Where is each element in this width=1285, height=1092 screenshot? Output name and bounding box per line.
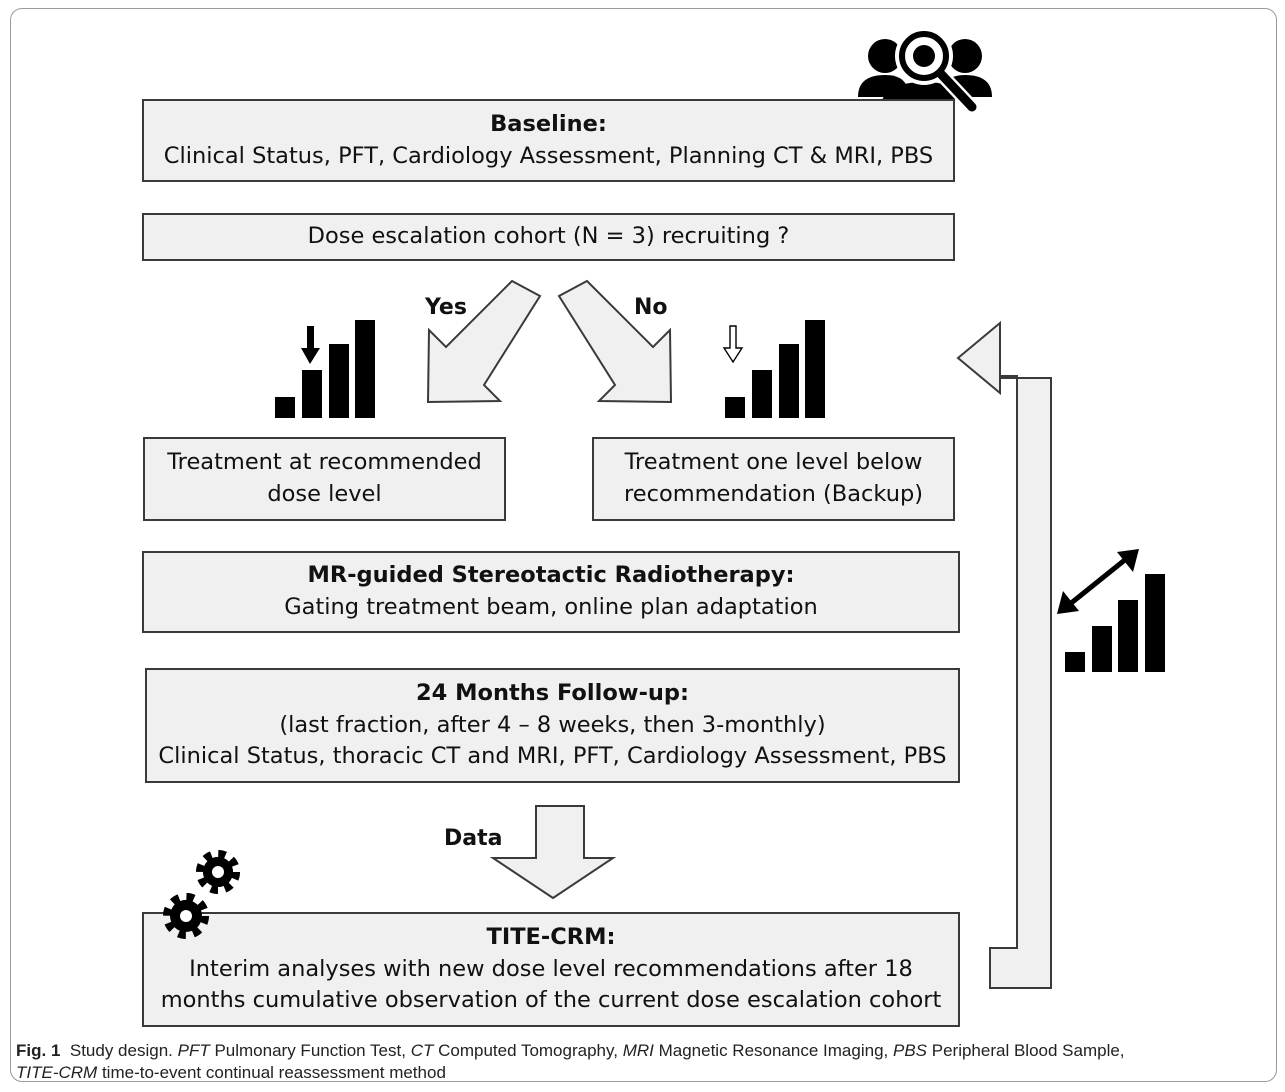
backup-dose-box: Treatment one level below recommendation… <box>592 437 955 521</box>
baseline-text: Clinical Status, PFT, Cardiology Assessm… <box>163 142 934 169</box>
tite-crm-box: TITE-CRM: Interim analyses with new dose… <box>142 912 960 1027</box>
caption-full: time-to-event continual reassessment met… <box>101 1063 446 1083</box>
caption-fig-number: Fig. 1 <box>16 1041 61 1060</box>
cohort-text: Dose escalation cohort (N = 3) recruitin… <box>307 223 790 250</box>
bar-chart-hollow-arrow-icon <box>722 320 825 418</box>
caption-full: Computed Tomography, <box>438 1041 618 1060</box>
caption-abbr: MRI <box>622 1041 654 1060</box>
baseline-box: Baseline: Clinical Status, PFT, Cardiolo… <box>142 99 955 182</box>
no-arrow <box>557 279 673 404</box>
tite-crm-line2: months cumulative observation of the cur… <box>160 987 942 1014</box>
bar-chart-double-arrow-icon <box>1057 549 1165 672</box>
baseline-title: Baseline: <box>490 110 607 137</box>
backup-line2: recommendation (Backup) <box>623 481 924 507</box>
people-search-icon <box>858 27 992 112</box>
cohort-box: Dose escalation cohort (N = 3) recruitin… <box>142 213 955 261</box>
gears-icon-overlay <box>163 850 240 939</box>
yes-label: Yes <box>425 295 467 320</box>
caption-full: Magnetic Resonance Imaging, <box>658 1041 889 1060</box>
followup-title: 24 Months Follow-up: <box>415 679 690 706</box>
data-down-arrow <box>489 805 617 900</box>
followup-line2: Clinical Status, thoracic CT and MRI, PF… <box>158 743 947 770</box>
caption-abbr: TITE-CRM <box>16 1063 98 1083</box>
followup-line1: (last fraction, after 4 – 8 weeks, then … <box>279 711 826 738</box>
yes-arrow <box>426 279 542 404</box>
no-label: No <box>634 295 668 320</box>
caption-full: Peripheral Blood Sample, <box>931 1041 1125 1060</box>
tite-crm-line1: Interim analyses with new dose level rec… <box>189 955 913 982</box>
figure-caption: Fig. 1 Study design. PFT Pulmonary Funct… <box>16 1040 1271 1084</box>
caption-abbr: PBS <box>892 1041 928 1060</box>
recommended-line2: dose level <box>267 481 382 507</box>
caption-full: Pulmonary Function Test, <box>214 1041 406 1060</box>
bar-chart-down-arrow-icon <box>275 320 375 418</box>
followup-box: 24 Months Follow-up: (last fraction, aft… <box>145 668 960 783</box>
caption-lead: Study design. <box>69 1041 173 1060</box>
radiotherapy-title: MR-guided Stereotactic Radiotherapy: <box>307 562 795 589</box>
radiotherapy-box: MR-guided Stereotactic Radiotherapy: Gat… <box>142 551 960 633</box>
recommended-line1: Treatment at recommended <box>167 449 482 476</box>
recommended-dose-box: Treatment at recommended dose level <box>143 437 506 521</box>
caption-abbr: PFT <box>177 1041 210 1060</box>
tite-crm-title: TITE-CRM: <box>486 923 616 950</box>
caption-abbr: CT <box>410 1041 434 1060</box>
backup-line1: Treatment one level below <box>624 449 923 476</box>
data-label: Data <box>444 826 503 851</box>
radiotherapy-text: Gating treatment beam, online plan adapt… <box>284 594 818 620</box>
figure-frame <box>10 8 1277 1082</box>
feedback-loop-arrow <box>956 320 1052 989</box>
